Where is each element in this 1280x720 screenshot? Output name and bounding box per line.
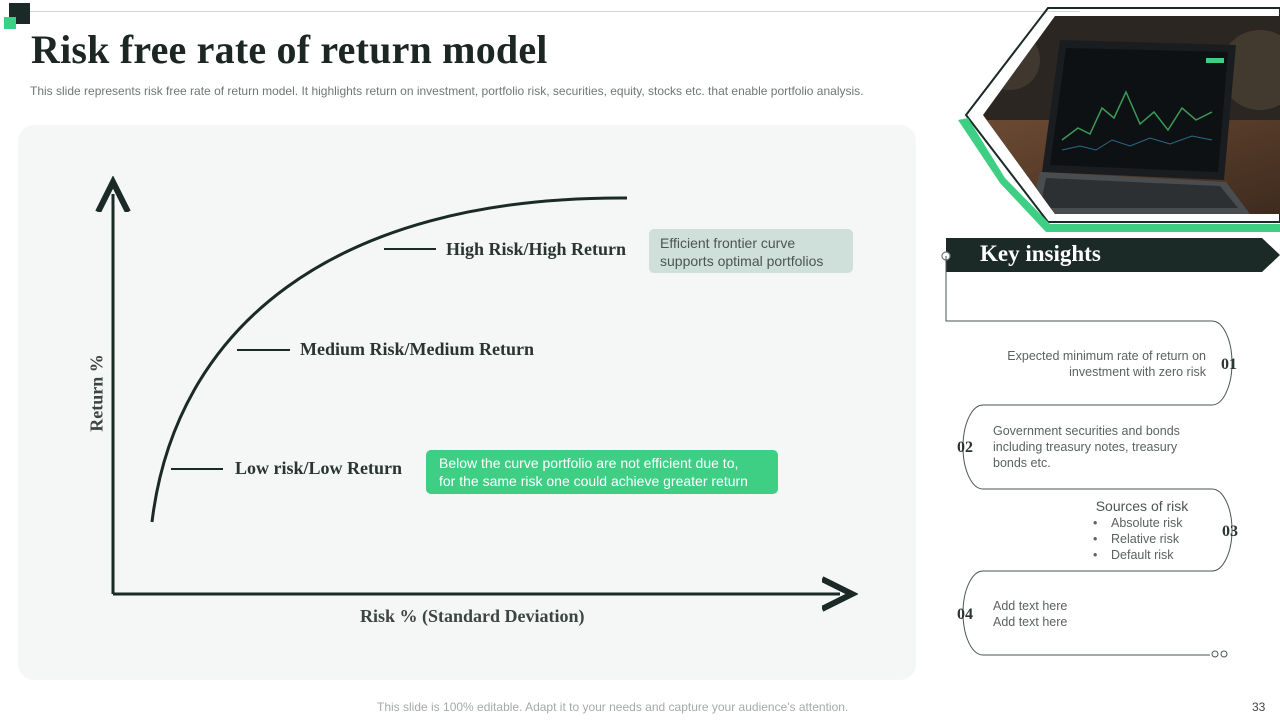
- efficient-frontier-curve: [150, 196, 628, 523]
- header-rule: [30, 11, 1080, 12]
- insight-text-02: Government securities and bonds includin…: [993, 424, 1180, 470]
- callout-line: Below the curve portfolio are not effici…: [439, 455, 739, 471]
- insight-bullets-03: Absolute risk Relative risk Default risk: [1093, 515, 1202, 563]
- callout-below-curve: Below the curve portfolio are not effici…: [426, 450, 778, 494]
- callout-efficient-frontier: Efficient frontier curve supports optima…: [649, 229, 853, 273]
- page-title: Risk free rate of return model: [31, 27, 548, 72]
- footer-note: This slide is 100% editable. Adapt it to…: [377, 700, 849, 714]
- bullet-item: Default risk: [1093, 547, 1202, 563]
- insight-text-01: Expected minimum rate of return on inves…: [1007, 349, 1206, 379]
- level-label-low: Low risk/Low Return: [235, 458, 403, 478]
- page-number: 33: [1252, 700, 1266, 714]
- bullet-item: Absolute risk: [1093, 515, 1202, 531]
- insight-number-02: 02: [957, 439, 973, 456]
- insights-header-bar: [946, 238, 1280, 272]
- page-subtitle: This slide represents risk free rate of …: [30, 84, 864, 98]
- insight-heading-03: Sources of risk: [1095, 498, 1189, 514]
- insight-number-03: 03: [1222, 523, 1238, 540]
- level-label-medium: Medium Risk/Medium Return: [300, 339, 534, 359]
- corner-square-green: [4, 17, 16, 29]
- insight-number-01: 01: [1221, 356, 1237, 373]
- x-axis-label: Risk % (Standard Deviation): [360, 606, 585, 626]
- insight-text-04: Add text here Add text here: [993, 599, 1068, 629]
- diagram-panel: [18, 125, 916, 680]
- insight-block-03: Sources of risk Absolute risk Relative r…: [1082, 497, 1202, 563]
- bullet-item: Relative risk: [1093, 531, 1202, 547]
- callout-line: for the same risk one could achieve grea…: [439, 473, 748, 489]
- callout-line: Efficient frontier curve: [660, 235, 796, 251]
- laptop-stock-chart-photo: [958, 7, 1280, 232]
- callout-line: supports optimal portfolios: [660, 253, 824, 269]
- level-label-high: High Risk/High Return: [446, 239, 627, 259]
- insights-title: Key insights: [980, 241, 1101, 266]
- insight-number-04: 04: [957, 606, 973, 623]
